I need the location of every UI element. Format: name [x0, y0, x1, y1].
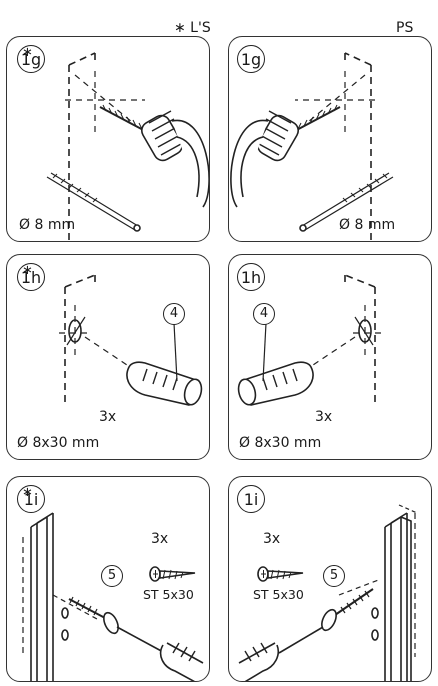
dowel-illustration-right — [237, 274, 381, 406]
step-number: 1i — [23, 490, 39, 509]
quantity-label: 3x — [315, 409, 333, 425]
drill-diameter-label: Ø 8 mm — [339, 217, 396, 233]
asterisk-marker: ∗ — [22, 485, 33, 500]
step-badge-1h-right: 1h — [237, 263, 265, 291]
part-callout-5: 5 — [323, 565, 345, 587]
quantity-label: 3x — [151, 531, 169, 547]
header-left-label: ∗ L'S — [174, 20, 211, 36]
panel-1h-left: ∗ 1h 4 3x Ø 8x30 mm — [6, 254, 210, 460]
step-number: 1h — [20, 268, 42, 287]
header-right-label: PS — [396, 20, 414, 36]
dowel-size-label: Ø 8x30 mm — [17, 435, 100, 451]
drill-diameter-label: Ø 8 mm — [19, 217, 76, 233]
quantity-label: 3x — [99, 409, 117, 425]
panel-1i-left: ∗ 1i 3x ST 5x30 5 — [6, 476, 210, 682]
step-badge-1g-left: ∗ 1g — [17, 45, 45, 73]
screw-illustration-right — [238, 504, 418, 681]
part-callout-5: 5 — [101, 565, 123, 587]
drill-illustration-left — [46, 52, 209, 241]
step-number: 1i — [243, 490, 259, 509]
step-badge-1g-right: 1g — [237, 45, 265, 73]
step-badge-1i-left: ∗ 1i — [17, 485, 45, 513]
part-callout-4: 4 — [253, 303, 275, 325]
panel-1g-left: ∗ 1g Ø 8 mm — [6, 36, 210, 242]
part-callout-4: 4 — [163, 303, 185, 325]
quantity-label: 3x — [263, 531, 281, 547]
step-number: 1h — [240, 268, 262, 287]
screw-size-label: ST 5x30 — [253, 587, 304, 602]
panel-1g-right: 1g Ø 8 mm — [228, 36, 432, 242]
screw-size-label: ST 5x30 — [143, 587, 194, 602]
panel-1i-right: 1i 3x ST 5x30 5 — [228, 476, 432, 682]
asterisk-marker: ∗ — [22, 45, 33, 60]
step-number: 1g — [20, 50, 42, 69]
drill-illustration-right — [230, 52, 394, 241]
panel-1h-right: 1h 4 3x Ø 8x30 mm — [228, 254, 432, 460]
dowel-size-label: Ø 8x30 mm — [239, 435, 322, 451]
step-number: 1g — [240, 50, 262, 69]
dowel-illustration-left — [59, 274, 203, 406]
step-badge-1i-right: 1i — [237, 485, 265, 513]
screw-illustration-left — [22, 512, 204, 681]
step-badge-1h-left: ∗ 1h — [17, 263, 45, 291]
asterisk-marker: ∗ — [22, 263, 33, 278]
